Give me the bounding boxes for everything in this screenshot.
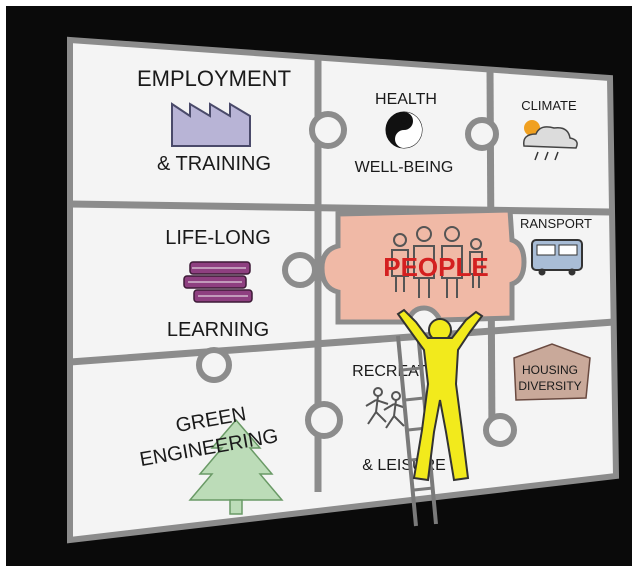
- wellbeing-label: WELL-BEING: [355, 159, 454, 176]
- yin-yang-icon: [385, 111, 423, 149]
- lifelong-label: LIFE-LONG: [165, 227, 271, 249]
- tree-trunk: [229, 499, 243, 515]
- piece-people: PEOPLE: [319, 207, 527, 325]
- employment-label: EMPLOYMENT: [137, 66, 291, 91]
- knob-fill: [203, 118, 510, 440]
- housing-label: HOUSING: [522, 363, 578, 377]
- piece-transport: RANSPORT: [520, 216, 592, 276]
- piece-lifelong: LIFE-LONG LEARNING: [165, 227, 271, 341]
- leisure-label: & LEISURE: [362, 457, 446, 474]
- weather-icon: [523, 120, 578, 161]
- bus-icon: [531, 239, 583, 276]
- people-label: PEOPLE: [383, 252, 488, 282]
- transport-label: RANSPORT: [520, 216, 592, 231]
- climate-label: CLIMATE: [521, 98, 577, 113]
- books-icon: [183, 261, 253, 303]
- piece-employment: EMPLOYMENT & TRAINING: [137, 66, 291, 175]
- piece-housing: HOUSING DIVERSITY: [513, 343, 591, 401]
- health-label: HEALTH: [375, 91, 437, 108]
- runners-icon: [365, 387, 407, 429]
- training-label: & TRAINING: [157, 153, 271, 175]
- learning-label: LEARNING: [167, 319, 269, 341]
- piece-climate: CLIMATE: [521, 98, 578, 161]
- person-figure-icon: [396, 308, 484, 482]
- people-icon: [391, 226, 483, 298]
- factory-icon: [171, 102, 251, 147]
- diversity-label: DIVERSITY: [518, 379, 581, 393]
- piece-health: HEALTH WELL-BEING: [355, 91, 454, 176]
- house-icon: [513, 343, 591, 401]
